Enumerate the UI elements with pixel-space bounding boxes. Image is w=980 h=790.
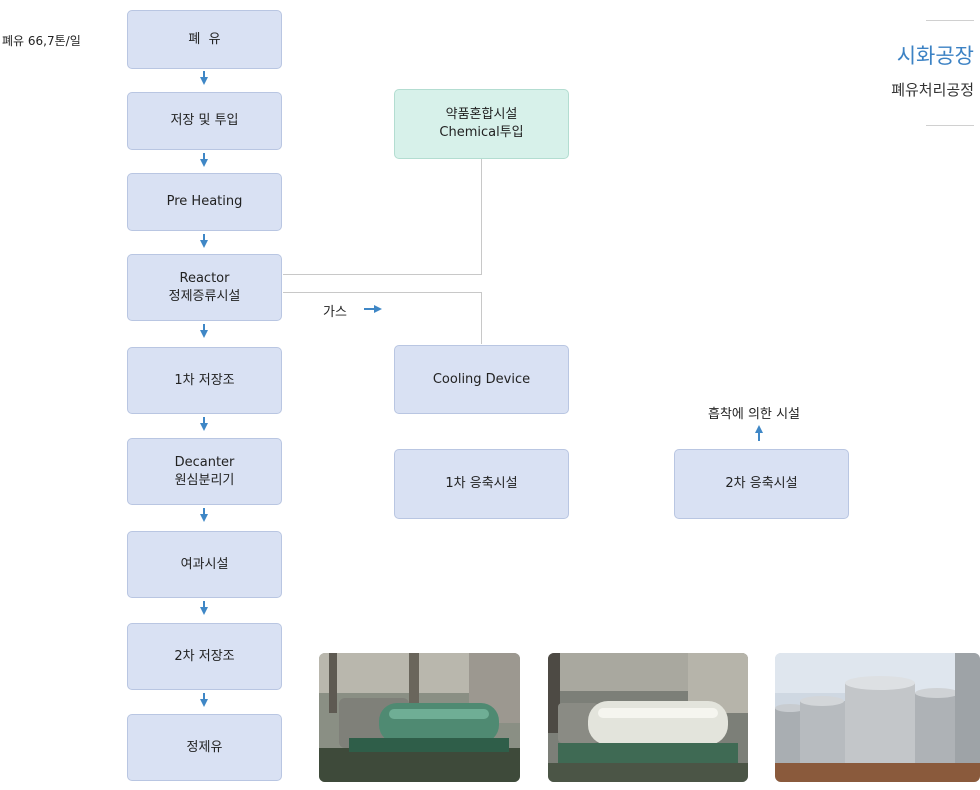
flow-step-primary-storage-label: 1차 저장조 — [174, 372, 235, 388]
flow-step-primary-storage: 1차 저장조 — [127, 347, 282, 414]
chemical-mixing-box: 약품혼합시설 Chemical투입 — [394, 89, 569, 159]
cooling-device-box: Cooling Device — [394, 345, 569, 414]
flow-step-filtration: 여과시설 — [127, 531, 282, 598]
primary-condenser-box: 1차 응축시설 — [394, 449, 569, 519]
flow-step-secondary-storage: 2차 저장조 — [127, 623, 282, 690]
storage-tanks-image — [775, 653, 980, 782]
flow-step-storage-input: 저장 및 투입 — [127, 92, 282, 150]
flow-step-decanter-label-en: Decanter — [174, 454, 235, 470]
down-arrow-icon — [200, 330, 208, 338]
flow-step-storage-input-label: 저장 및 투입 — [170, 113, 239, 128]
absorption-label: 흡착에 의한 시설 — [708, 407, 800, 422]
arrow-stem — [203, 153, 205, 159]
arrow-stem — [203, 693, 205, 699]
title-rule-top — [926, 20, 974, 21]
chemical-mixing-label-ko: 약품혼합시설 — [445, 107, 518, 122]
down-arrow-icon — [200, 423, 208, 431]
gas-connector-horizontal — [283, 292, 482, 293]
process-subtitle: 폐유처리공정 — [891, 81, 974, 99]
down-arrow-icon — [200, 240, 208, 248]
down-arrow-icon — [200, 514, 208, 522]
gas-connector-vertical — [481, 292, 482, 344]
secondary-condenser-box: 2차 응축시설 — [674, 449, 849, 519]
arrow-stem — [203, 71, 205, 77]
decanter-machine-image-1 — [319, 653, 520, 782]
cooling-device-label: Cooling Device — [432, 371, 531, 387]
right-arrow-icon — [364, 305, 382, 313]
title-rule-bottom — [926, 125, 974, 126]
flow-step-refined-oil: 정제유 — [127, 714, 282, 781]
arrow-stem — [203, 234, 205, 240]
flow-step-reactor-label-en: Reactor — [179, 270, 230, 286]
down-arrow-icon — [200, 699, 208, 707]
storage-tanks-photo — [775, 653, 980, 782]
arrow-stem — [203, 601, 205, 607]
flow-step-decanter: Decanter 원심분리기 — [127, 438, 282, 505]
flow-step-waste-oil-label: 폐 유 — [188, 31, 221, 47]
chemical-mixing-label-en: Chemical투입 — [439, 125, 524, 140]
down-arrow-icon — [200, 77, 208, 85]
flow-step-refined-oil-label: 정제유 — [186, 739, 223, 755]
chemical-connector-vertical — [481, 159, 482, 275]
chemical-connector-horizontal — [283, 274, 482, 275]
down-arrow-icon — [200, 159, 208, 167]
flow-step-pre-heating-label: Pre Heating — [166, 194, 243, 209]
decanter-machine-photo-1 — [319, 653, 520, 782]
secondary-condenser-label: 2차 응축시설 — [725, 476, 798, 491]
flow-step-decanter-label-ko: 원심분리기 — [174, 472, 235, 488]
primary-condenser-label: 1차 응축시설 — [445, 476, 518, 491]
decanter-machine-image-2 — [548, 653, 748, 782]
flow-step-secondary-storage-label: 2차 저장조 — [174, 648, 235, 664]
up-arrow-icon — [755, 425, 763, 441]
down-arrow-icon — [200, 607, 208, 615]
plant-title: 시화공장 — [896, 44, 974, 68]
capacity-label: 폐유 66,7톤/일 — [2, 34, 81, 48]
arrow-stem — [203, 324, 205, 330]
flow-step-waste-oil: 폐 유 — [127, 10, 282, 69]
gas-label: 가스 — [323, 305, 347, 320]
flow-step-reactor-label-ko: 정제증류시설 — [168, 288, 241, 304]
flow-step-reactor: Reactor 정제증류시설 — [127, 254, 282, 321]
decanter-machine-photo-2 — [548, 653, 748, 782]
flow-step-filtration-label: 여과시설 — [180, 556, 229, 572]
flow-step-pre-heating: Pre Heating — [127, 173, 282, 231]
arrow-stem — [203, 417, 205, 423]
arrow-stem — [203, 508, 205, 514]
